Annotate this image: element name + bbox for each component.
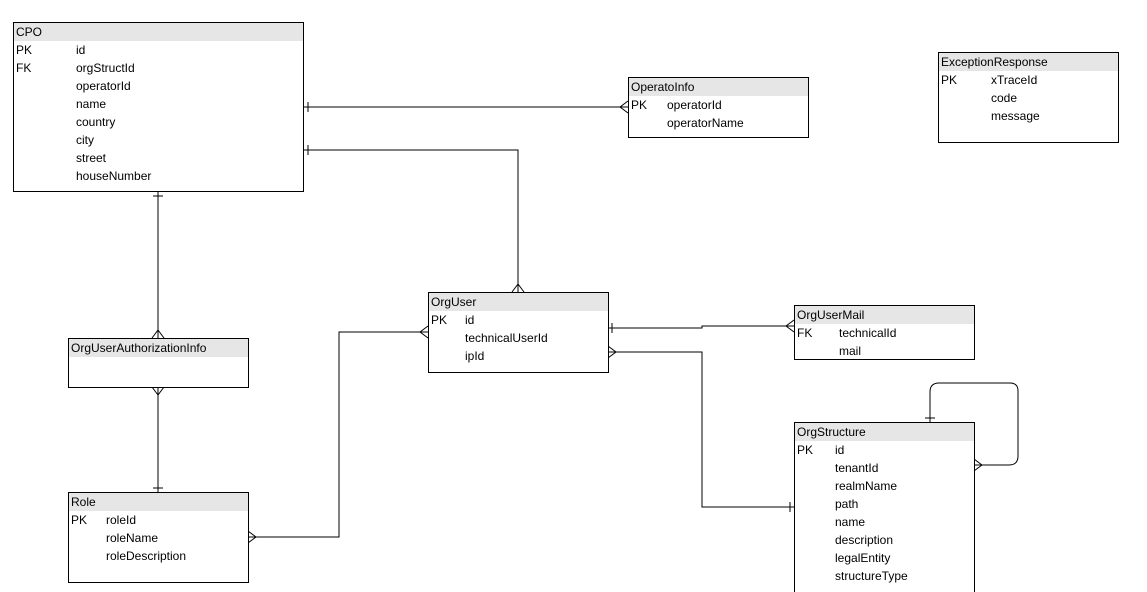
field-row: name <box>14 95 303 113</box>
entity-operatoinfo[interactable]: OperatoInfo PK operatorId operatorName <box>628 77 809 138</box>
field-row: city <box>14 131 303 149</box>
field-row: path <box>795 495 974 513</box>
field-row: realmName <box>795 477 974 495</box>
field-row: PK id <box>14 41 303 59</box>
field-name: realmName <box>835 479 898 493</box>
field-row: operatorName <box>629 114 808 132</box>
connector-orguser-orgusermail <box>608 319 795 333</box>
field-row: street <box>14 149 303 167</box>
field-key: PK <box>71 513 88 527</box>
field-key: FK <box>16 61 32 75</box>
field-key: PK <box>16 43 33 57</box>
field-key: PK <box>431 313 448 327</box>
field-row: PK xTraceId <box>939 71 1118 89</box>
field-name: street <box>76 151 107 165</box>
field-name: houseNumber <box>76 169 152 183</box>
field-name: structureType <box>835 569 908 583</box>
field-row: country <box>14 113 303 131</box>
field-row: roleName <box>69 529 248 547</box>
field-name: name <box>835 515 866 529</box>
field-key: PK <box>631 98 648 112</box>
entity-title: Role <box>69 493 248 511</box>
entity-orguserauthorizationinfo[interactable]: OrgUserAuthorizationInfo <box>68 338 249 388</box>
field-key: PK <box>797 443 814 457</box>
field-name: operatorName <box>667 116 744 130</box>
field-name: id <box>76 43 86 57</box>
field-row: mail <box>795 342 974 360</box>
entity-title: ExceptionResponse <box>939 53 1118 71</box>
entity-orgusermail[interactable]: OrgUserMail FK technicalId mail <box>794 305 975 360</box>
field-row: code <box>939 89 1118 107</box>
entity-title: OrgUser <box>429 293 608 311</box>
field-name: path <box>835 497 859 511</box>
field-name: message <box>991 109 1040 123</box>
field-name: tenantId <box>835 461 879 475</box>
connector-cpo-orguser <box>304 145 525 293</box>
field-name: technicalUserId <box>465 331 548 345</box>
field-name: operatorId <box>667 98 722 112</box>
field-name: xTraceId <box>991 73 1038 87</box>
field-key: PK <box>941 73 958 87</box>
field-name: mail <box>839 344 862 358</box>
field-row: PK id <box>429 311 608 329</box>
field-name: id <box>465 313 475 327</box>
field-name: orgStructId <box>76 61 135 75</box>
entity-cpo[interactable]: CPO PK id FK orgStructId operatorId name c… <box>13 22 304 192</box>
connector-orguserauthorizationinfo-role <box>151 386 165 492</box>
field-row: PK id <box>795 441 974 459</box>
field-row: FK technicalId <box>795 324 974 342</box>
field-row: PK roleId <box>69 511 248 529</box>
entity-title: OrgStructure <box>795 423 974 441</box>
connector-cpo-orguserauthorizationinfo <box>151 192 165 339</box>
entity-title: OrgUserAuthorizationInfo <box>69 339 248 357</box>
connector-orguser-orgstructure <box>607 345 794 512</box>
entity-title: OperatoInfo <box>629 78 808 96</box>
field-row: operatorId <box>14 77 303 95</box>
entity-role[interactable]: Role PK roleId roleName roleDescription <box>68 492 249 583</box>
field-name: city <box>76 133 94 147</box>
field-row: description <box>795 531 974 549</box>
field-name: roleName <box>106 531 159 545</box>
entity-orguser[interactable]: OrgUser PK id technicalUserId ipId <box>428 292 609 373</box>
field-row: roleDescription <box>69 547 248 565</box>
field-name: technicalId <box>839 326 897 340</box>
field-row: FK orgStructId <box>14 59 303 77</box>
field-name: name <box>76 97 107 111</box>
connector-cpo-operatoinfo <box>304 100 629 114</box>
entity-title: OrgUserMail <box>795 306 974 324</box>
entity-orgstructure[interactable]: OrgStructure PK id tenantId realmName pat… <box>794 422 975 592</box>
field-row: message <box>939 107 1118 125</box>
field-row: name <box>795 513 974 531</box>
field-row: technicalUserId <box>429 329 608 347</box>
connector-role-orguser <box>247 325 429 544</box>
field-row: tenantId <box>795 459 974 477</box>
field-row: structureType <box>795 567 974 585</box>
field-name: roleDescription <box>106 549 187 563</box>
field-name: country <box>76 115 116 129</box>
field-name: roleId <box>106 513 137 527</box>
field-name: description <box>835 533 894 547</box>
field-name: ipId <box>465 349 485 363</box>
field-name: id <box>835 443 845 457</box>
field-name: code <box>991 91 1018 105</box>
field-key: FK <box>797 326 813 340</box>
entity-exceptionresponse[interactable]: ExceptionResponse PK xTraceId code messag… <box>938 52 1119 143</box>
field-row: PK operatorId <box>629 96 808 114</box>
field-name: operatorId <box>76 79 131 93</box>
field-row: houseNumber <box>14 167 303 185</box>
field-row: legalEntity <box>795 549 974 567</box>
entity-title: CPO <box>14 23 303 41</box>
field-row: ipId <box>429 347 608 365</box>
connector-orgstructure-self <box>925 382 1019 472</box>
field-name: legalEntity <box>835 551 891 565</box>
